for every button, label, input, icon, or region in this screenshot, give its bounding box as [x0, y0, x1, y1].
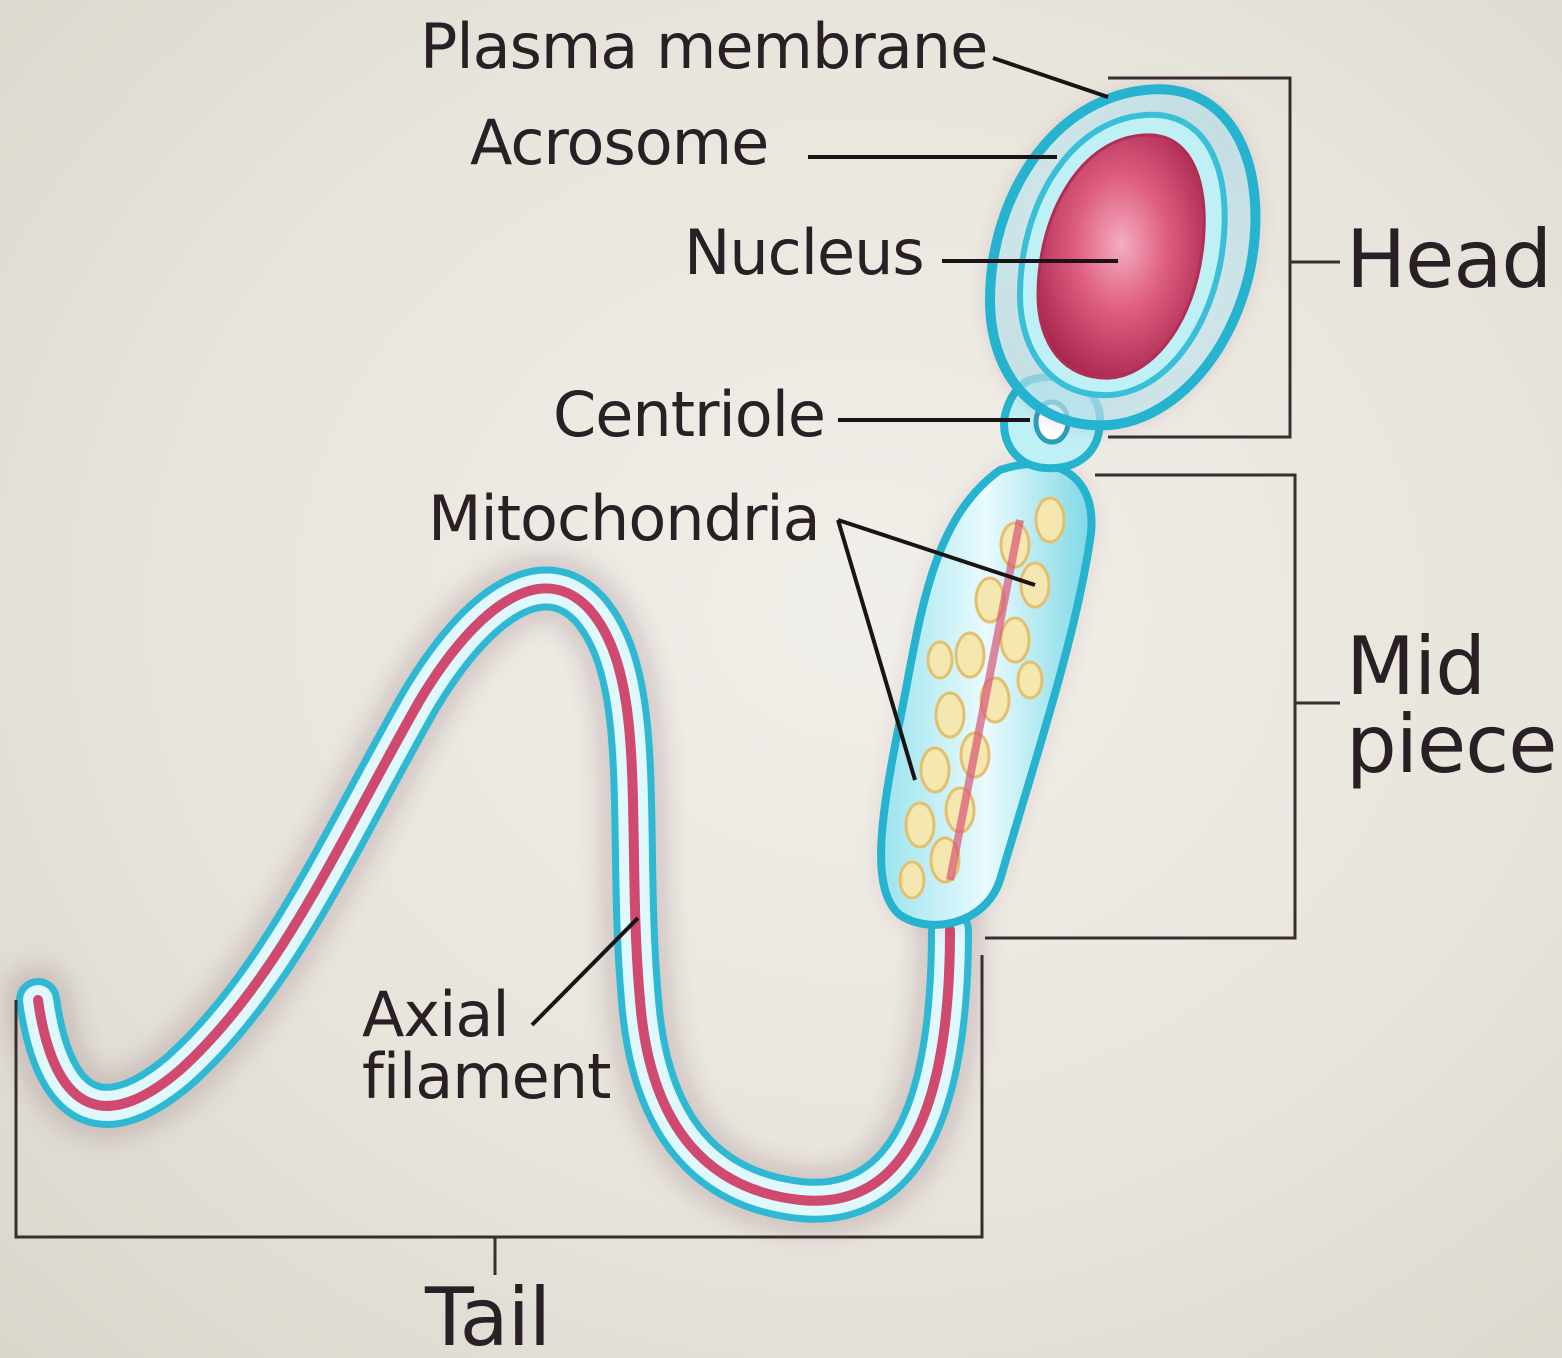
mid-piece-shape: [881, 464, 1091, 925]
region-label-mid-piece: Mid piece: [1346, 628, 1556, 785]
leader-plasma-membrane: [993, 58, 1108, 97]
head-shape: [990, 89, 1255, 425]
region-label-tail: Tail: [425, 1278, 550, 1358]
leader-mitochondria-2: [838, 520, 915, 780]
label-mitochondria: Mitochondria: [428, 488, 820, 550]
region-label-head: Head: [1346, 220, 1551, 300]
label-axial-filament-line1: Axial: [362, 984, 610, 1046]
label-axial-filament-line2: filament: [362, 1046, 610, 1108]
label-plasma-membrane: Plasma membrane: [420, 16, 987, 78]
label-nucleus: Nucleus: [684, 222, 924, 284]
region-label-mid-piece-line2: piece: [1346, 706, 1556, 784]
label-axial-filament: Axial filament: [362, 984, 610, 1108]
label-centriole: Centriole: [553, 384, 825, 446]
region-label-mid-piece-line1: Mid: [1346, 628, 1556, 706]
label-acrosome: Acrosome: [470, 112, 768, 174]
